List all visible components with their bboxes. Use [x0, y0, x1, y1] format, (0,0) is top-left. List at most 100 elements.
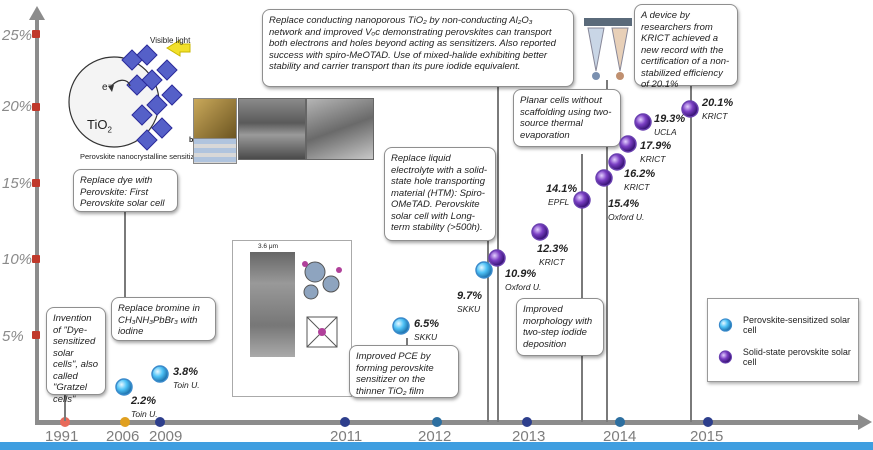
x-axis-arrow — [858, 414, 872, 430]
connector-2011 — [406, 338, 408, 348]
mesoporous-sem — [250, 252, 295, 357]
tio2-label: TiO2 — [87, 117, 112, 135]
inst-2-2: Toin U. — [131, 409, 158, 419]
connector-2014 — [581, 154, 583, 422]
year-2014: 2014 — [603, 428, 637, 445]
value-16-2: 16.2% — [624, 168, 656, 180]
value-12-3: 12.3% — [537, 243, 569, 255]
nanoparticle-sketch — [302, 261, 342, 348]
point-10-9 — [488, 249, 506, 267]
year-dot-2006 — [120, 417, 130, 427]
year-2011: 2011 — [330, 428, 363, 445]
value-3-8: 3.8% — [173, 366, 199, 378]
legend-sensitized-icon — [718, 318, 733, 332]
inst-15-4: Oxford U. — [608, 212, 645, 222]
inst-3-8: Toin U. — [173, 380, 200, 390]
milestone-2013-planar: Planar cells without scaffolding using t… — [513, 89, 621, 147]
point-20-1 — [681, 100, 699, 118]
device-photo — [193, 98, 237, 140]
connector-2015 — [690, 85, 692, 422]
year-2013: 2013 — [512, 428, 546, 445]
milestone-2015: A device by researchers from KRICT achie… — [634, 4, 738, 90]
year-dot-2009 — [155, 417, 165, 427]
connector-1991 — [64, 393, 66, 421]
cross-section-diagram — [193, 138, 237, 164]
value-10-9: 10.9% — [505, 268, 537, 280]
year-2015: 2015 — [690, 428, 724, 445]
point-15-4 — [595, 169, 613, 187]
year-dot-2011 — [340, 417, 350, 427]
point-3-8 — [151, 365, 169, 383]
inst-17-9: KRICT — [640, 154, 666, 164]
legend-row-sensitized: Perovskite-sensitized solar cell — [718, 315, 858, 335]
y-tick-20 — [32, 103, 40, 111]
inst-16-2: KRICT — [624, 182, 650, 192]
y-label-5: 5% — [2, 328, 24, 345]
legend: Perovskite-sensitized solar cell Solid-s… — [707, 298, 859, 382]
y-tick-25 — [32, 30, 40, 38]
connector-2014b — [606, 80, 608, 422]
figure-caption: Perovskite nanocrystalline sensitizers — [80, 152, 205, 161]
connector-2006 — [124, 210, 126, 302]
year-1991: 1991 — [45, 428, 79, 445]
point-14-1 — [573, 191, 591, 209]
year-dot-2015 — [703, 417, 713, 427]
value-2-2: 2.2% — [131, 395, 157, 407]
connector-2012 — [487, 238, 489, 422]
milestone-1991: Invention of "Dye-sensitized solar cells… — [46, 307, 106, 405]
year-dot-2013 — [522, 417, 532, 427]
inst-14-1: EPFL — [548, 197, 570, 207]
point-16-2 — [608, 153, 626, 171]
inst-9-7: SKKU — [457, 304, 481, 314]
y-label-20: 20% — [2, 98, 33, 115]
sem-image-2 — [306, 98, 374, 160]
year-2009: 2009 — [149, 428, 183, 445]
legend-row-solid: Solid-state perovskite solar cell — [718, 347, 858, 367]
milestone-2012-pce: Improved PCE by forming perovskite sensi… — [349, 345, 459, 398]
value-19-3: 19.3% — [654, 113, 686, 125]
inst-20-1: KRICT — [702, 111, 728, 121]
value-15-4: 15.4% — [608, 198, 640, 210]
milestone-2013-morphology: Improved morphology with two-step iodide… — [516, 298, 604, 356]
sem-image-1 — [238, 98, 306, 160]
value-6-5: 6.5% — [414, 318, 440, 330]
milestone-2012-htm: Replace liquid electrolyte with a solid-… — [384, 147, 496, 241]
y-label-10: 10% — [2, 251, 33, 268]
legend-solid-label: Solid-state perovskite solar cell — [742, 347, 851, 367]
milestone-2012-al2o3: Replace conducting nanoporous TiO₂ by no… — [262, 9, 574, 87]
year-2012: 2012 — [418, 428, 452, 445]
year-2006: 2006 — [106, 428, 140, 445]
value-14-1: 14.1% — [546, 183, 578, 195]
inst-6-5: SKKU — [414, 332, 438, 342]
legend-sensitized-label: Perovskite-sensitized solar cell — [742, 315, 850, 335]
year-dot-2014 — [615, 417, 625, 427]
evaporation-sketch — [584, 18, 632, 80]
tio2-text: TiO — [87, 117, 108, 132]
value-20-1: 20.1% — [702, 97, 734, 109]
y-axis-line — [35, 18, 39, 422]
point-17-9 — [619, 135, 637, 153]
scale-label: 3.6 μm — [258, 243, 279, 250]
point-2-2 — [115, 378, 133, 396]
tio2-perovskite-figure — [68, 39, 191, 151]
point-6-5 — [392, 317, 410, 335]
y-tick-15 — [32, 179, 40, 187]
bottom-bar — [0, 442, 873, 450]
electron-label: e⁻ — [102, 82, 113, 93]
value-9-7: 9.7% — [457, 290, 483, 302]
milestone-2009: Replace bromine in CH₃NH₃PbBr₃ with iodi… — [111, 297, 216, 341]
point-12-3 — [531, 223, 549, 241]
tio2-sub: 2 — [107, 125, 112, 135]
visible-light-label: Visible light — [150, 36, 191, 45]
inst-19-3: UCLA — [654, 127, 677, 137]
value-17-9: 17.9% — [640, 140, 672, 152]
year-dot-1991 — [60, 417, 70, 427]
point-19-3 — [634, 113, 652, 131]
point-9-7 — [475, 261, 493, 279]
y-label-15: 15% — [2, 175, 33, 192]
figure-b-label: b — [189, 137, 194, 144]
y-label-25: 25% — [2, 27, 33, 44]
y-axis-arrow — [29, 6, 45, 20]
inst-12-3: KRICT — [539, 257, 565, 267]
